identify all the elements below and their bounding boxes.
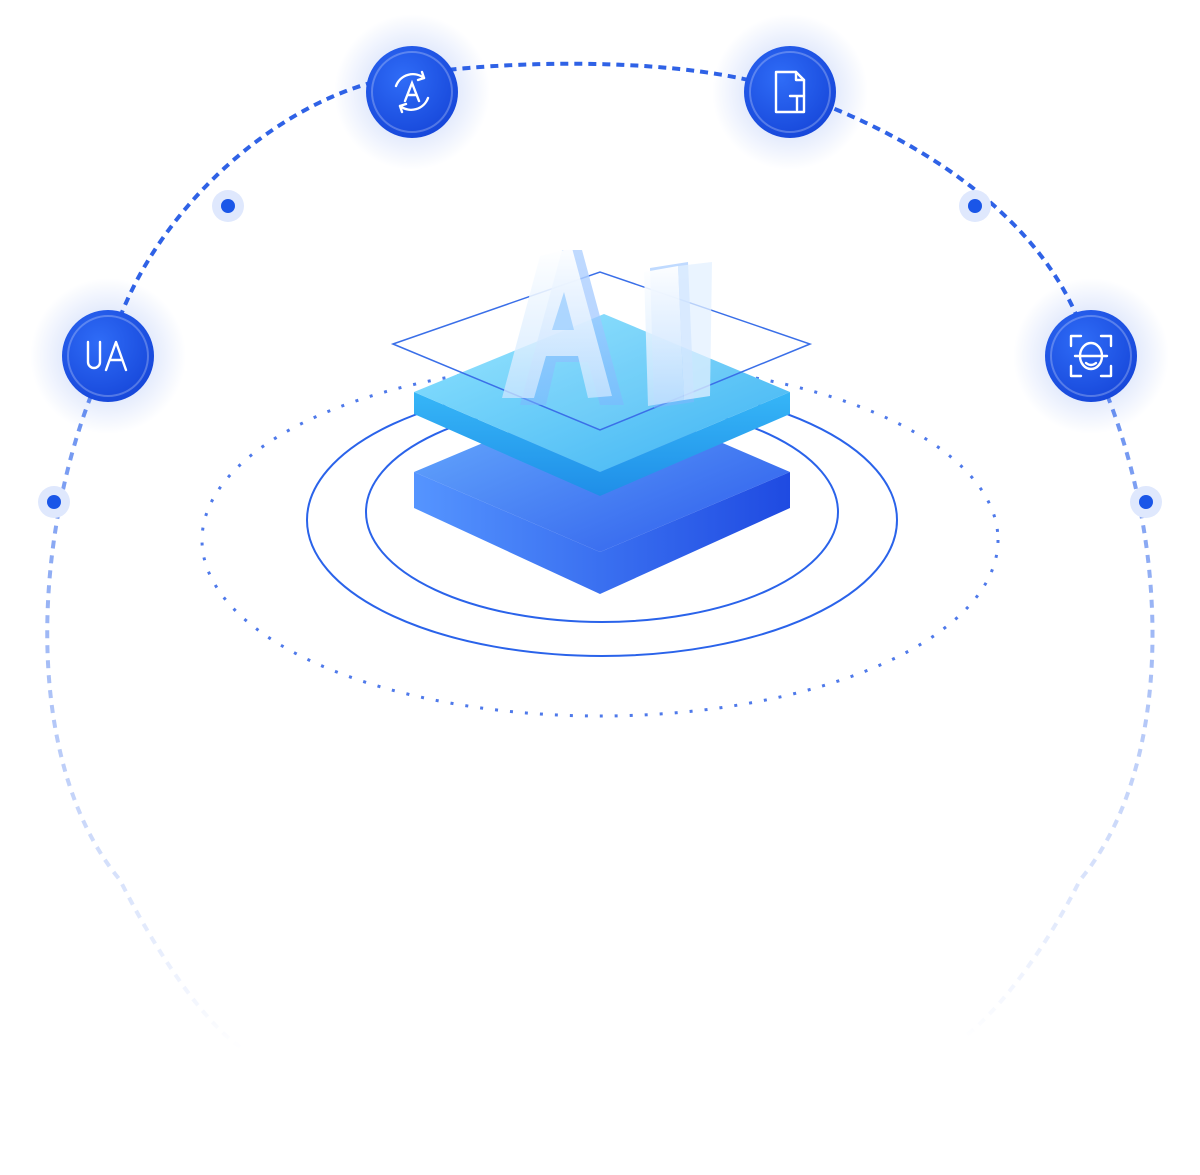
translate-a-icon [394,70,430,114]
feature-node-face-scan[interactable] [1013,278,1169,434]
feature-node-translate[interactable] [334,14,490,170]
connector-dots [38,190,1162,518]
ai-label: AI [600,1169,602,1171]
stack-platform [390,271,813,594]
feature-node-document[interactable] [712,14,868,170]
ai-letters: AI [502,248,712,1171]
face-scan-icon [1069,334,1113,378]
document-text-icon [774,70,806,114]
feature-node-oa[interactable] [30,278,186,434]
oa-icon [86,340,128,372]
